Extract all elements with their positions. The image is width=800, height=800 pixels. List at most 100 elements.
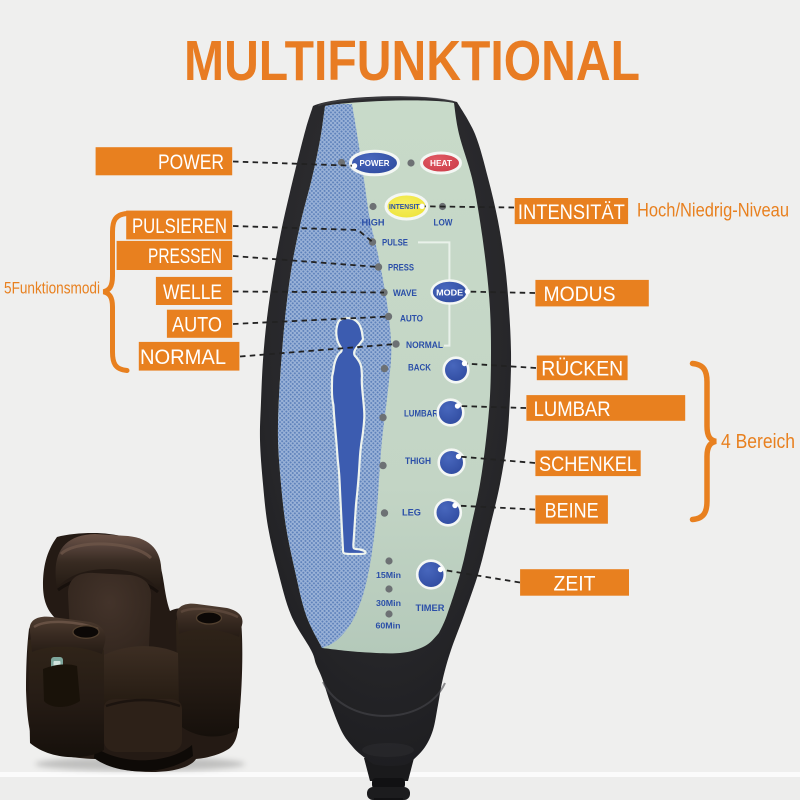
callout-boxes: POWER PULSIEREN PRESSEN WELLE AUTO NORMA… — [95, 147, 686, 596]
timer-option-30min: 30Min — [376, 599, 401, 608]
power-button: POWER — [349, 149, 400, 177]
connector-pressen — [232, 255, 379, 268]
timer-label: TIMER — [416, 603, 446, 613]
connector-end-dot — [455, 453, 462, 460]
indicator-dot — [380, 364, 389, 373]
chair-right-armrest-highlight — [180, 607, 239, 619]
connector-end-dot — [454, 403, 461, 409]
remote-bottom-sheen — [362, 743, 414, 757]
callout-connectors — [232, 160, 537, 584]
connector-pulsieren — [232, 225, 374, 243]
indicator-dot — [379, 461, 387, 470]
callout-pulsieren-label: PULSIEREN — [132, 214, 227, 238]
callout-welle: WELLE — [155, 276, 233, 305]
callout-power-label: POWER — [158, 150, 224, 174]
callout-ruecken: RÜCKEN — [536, 355, 628, 381]
chair-left-cupholder — [72, 625, 100, 639]
remote-top-rim-highlight — [317, 96, 454, 107]
callout-zeit: ZEIT — [520, 569, 629, 596]
connector-end-dot — [419, 203, 425, 209]
modes-group-brace — [102, 211, 130, 373]
mode-item-pulse: PULSE — [382, 238, 408, 248]
callout-beine-box — [535, 495, 608, 524]
indicator-dot — [385, 585, 393, 593]
connector-zeit — [440, 568, 521, 584]
indicator-dot — [392, 340, 400, 348]
callout-beine: BEINE — [535, 495, 608, 524]
cable-neck — [372, 778, 405, 789]
callout-lumbar-box — [526, 395, 686, 421]
indicator-dot — [337, 158, 346, 167]
indicator-dot — [374, 263, 383, 271]
callout-ruecken-box — [536, 355, 628, 381]
zone-label-lumbar: LUMBAR — [404, 409, 438, 419]
connector-modus — [467, 290, 536, 294]
indicator-dot — [384, 312, 393, 321]
callout-pressen-label: PRESSEN — [148, 244, 222, 268]
callout-modus-box — [535, 279, 649, 307]
connector-normal — [239, 343, 397, 358]
callout-schenkel-box — [535, 450, 641, 477]
zones-group-brace — [689, 360, 717, 523]
callout-modus-label: MODUS — [544, 282, 616, 306]
indicator-dot — [407, 159, 415, 167]
human-silhouette — [330, 316, 367, 556]
callout-lumbar: LUMBAR — [526, 395, 686, 421]
chair-side-pocket — [43, 664, 80, 708]
zone-label-thigh: THIGH — [405, 456, 431, 466]
mode-item-auto: AUTO — [400, 314, 423, 324]
cable-rib — [367, 787, 410, 800]
indicator-dot — [385, 557, 393, 565]
power-button-shape — [349, 149, 400, 177]
page-title: MULTIFUNKTIONAL — [184, 29, 640, 93]
callout-normal-label: NORMAL — [140, 345, 226, 369]
mode-item-normal: NORMAL — [406, 340, 443, 350]
callout-zeit-box — [520, 569, 629, 596]
zones-group-label: 4 Bereich — [721, 431, 795, 453]
mode-button-label: MODE — [436, 288, 463, 298]
chair-footrest-seam — [105, 698, 181, 708]
mode-item-wave: WAVE — [393, 288, 417, 298]
connector-end-dot — [452, 502, 458, 509]
callout-power: POWER — [95, 147, 233, 176]
connector-ruecken — [464, 362, 537, 369]
thigh-zone-button — [437, 448, 466, 477]
chair-right-cupholder — [195, 611, 223, 625]
callout-modus: MODUS — [535, 279, 649, 307]
callout-power-box — [95, 147, 233, 176]
chair-headrest-highlight — [59, 542, 153, 560]
heat-button: HEAT — [420, 151, 462, 175]
callout-pulsieren: PULSIEREN — [126, 210, 233, 240]
callout-intensitaet-box — [514, 198, 629, 225]
timer-option-15min: 15Min — [376, 571, 401, 580]
cable-end — [374, 798, 403, 800]
callout-welle-label: WELLE — [163, 280, 222, 304]
mode-item-press: PRESS — [388, 263, 414, 273]
connector-auto — [232, 315, 389, 325]
indicator-dot — [385, 610, 393, 618]
chair-right-arm — [176, 616, 241, 737]
intensity-button-label: INTENSITY — [389, 202, 424, 211]
mode-button: MODE — [430, 279, 469, 305]
connector-end-dot — [464, 288, 471, 295]
heat-button-label: HEAT — [430, 158, 453, 168]
chair-footrest — [104, 699, 182, 752]
callout-auto-label: AUTO — [172, 313, 222, 337]
timer-option-60min: 60Min — [376, 622, 401, 631]
indicator-dot — [379, 413, 387, 422]
power-button-label: POWER — [360, 158, 390, 168]
intensity-button-shape — [384, 192, 429, 221]
zone-label-back: BACK — [408, 363, 431, 373]
remote-shell-seam — [322, 681, 446, 717]
timer-button — [415, 559, 447, 590]
connector-end-dot — [437, 566, 444, 573]
callout-intensitaet: INTENSITÄT — [514, 198, 629, 225]
callout-welle-box — [155, 276, 233, 305]
recliner-chair-photo — [26, 533, 245, 772]
lumbar-zone-button — [436, 398, 465, 427]
connector-power — [232, 160, 355, 167]
callout-lumbar-label: LUMBAR — [534, 397, 611, 421]
indicator-dot — [369, 202, 377, 211]
connector-beine — [454, 504, 536, 511]
